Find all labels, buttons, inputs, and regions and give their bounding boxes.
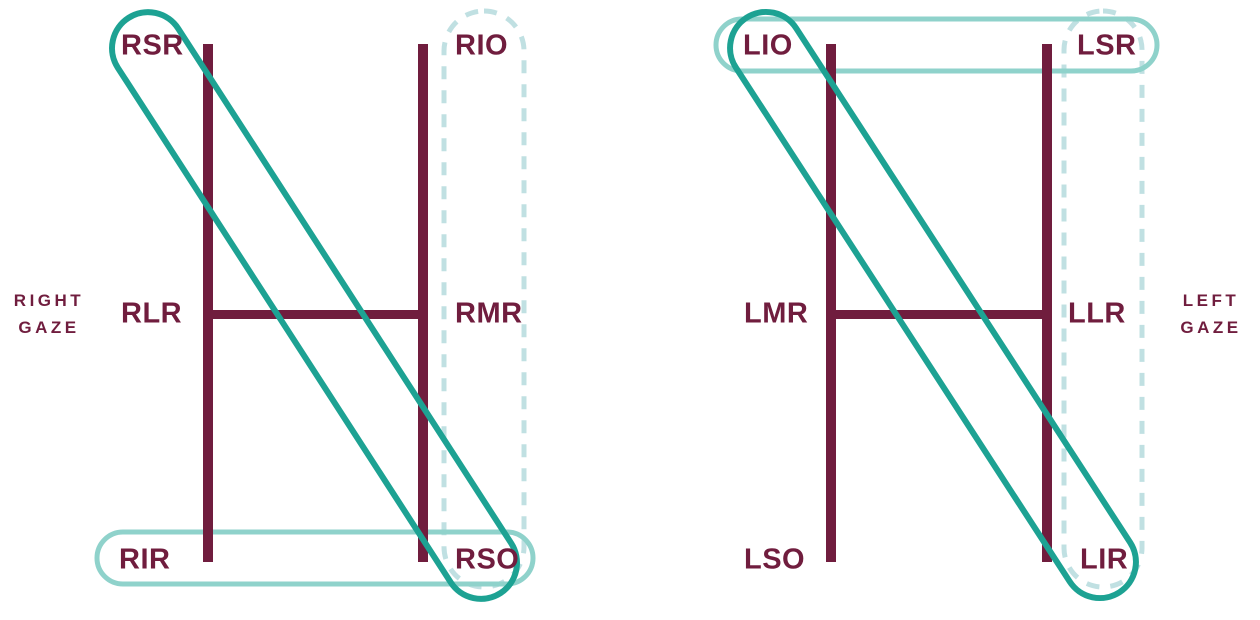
muscle-label-lmr: LMR [744,297,809,330]
h-frame-crossbar-left-gaze [826,310,1052,319]
dashed-column-highlight-right-gaze [441,8,527,590]
muscle-label-rio: RIO [455,29,509,62]
h-frame-left-vertical-left-gaze [826,44,836,562]
left-gaze-caption-line2: GAZE [1180,318,1242,337]
muscle-label-rsr: RSR [121,29,184,62]
muscle-label-rir: RIR [119,543,171,576]
h-frame-right-vertical-right-gaze [418,44,428,562]
top-row-oval-left-gaze [713,16,1160,74]
muscle-label-lir: LIR [1080,543,1129,576]
diagonal-oval-right-gaze [109,9,520,602]
muscle-label-rso: RSO [455,543,520,576]
left-gaze-caption: LEFT GAZE [1170,287,1252,341]
muscle-label-lso: LSO [744,543,806,576]
bottom-row-oval-right-gaze [94,529,536,587]
h-frame-left-vertical-right-gaze [203,44,213,562]
h-frame-crossbar-right-gaze [203,310,428,319]
right-gaze-caption-line2: GAZE [18,318,80,337]
muscle-label-rmr: RMR [455,297,523,330]
diagonal-oval-left-gaze [727,8,1139,602]
muscle-label-lio: LIO [743,29,793,62]
h-frame-right-vertical-left-gaze [1042,44,1052,562]
left-gaze-caption-line1: LEFT [1182,290,1240,310]
dashed-column-highlight-left-gaze [1061,8,1145,590]
right-gaze-caption: RIGHT GAZE [8,287,90,341]
muscle-label-rlr: RLR [121,297,183,330]
right-gaze-caption-line1: RIGHT [13,290,85,310]
muscle-label-llr: LLR [1068,297,1126,330]
muscle-label-lsr: LSR [1077,29,1137,62]
